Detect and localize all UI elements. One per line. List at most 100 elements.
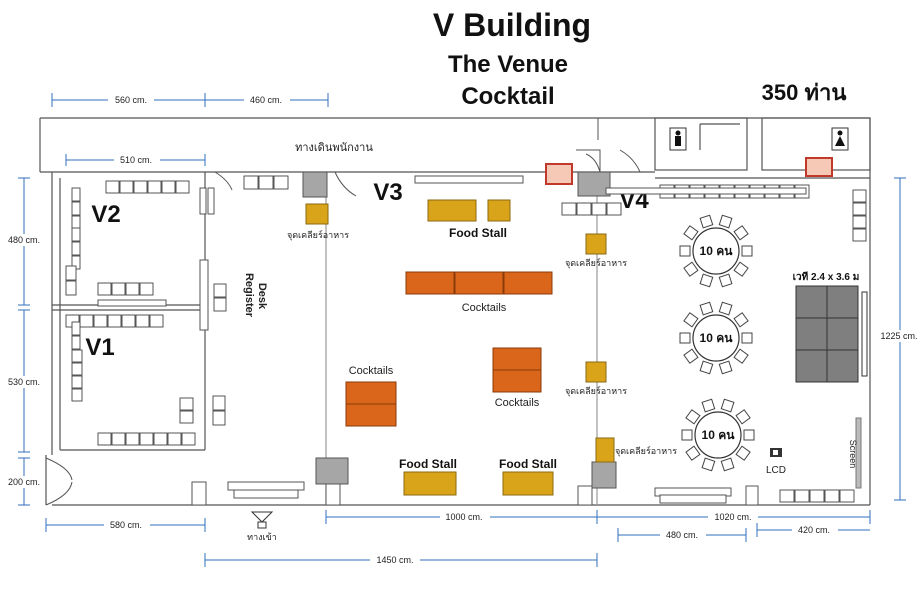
table-chair — [701, 457, 716, 472]
chair — [71, 321, 81, 336]
chair — [119, 180, 134, 194]
table-chair — [718, 360, 733, 375]
cocktail-bar-block — [492, 369, 542, 393]
screen-bar — [855, 417, 862, 489]
chair — [139, 282, 154, 296]
chair — [852, 189, 867, 203]
chair — [606, 202, 622, 216]
cocktail-bar-block — [503, 271, 553, 295]
food-stall-top-label: Food Stall — [449, 226, 507, 240]
counter — [414, 175, 524, 184]
room-v1-label: V1 — [85, 334, 114, 361]
dim-1020: 1020 cm. — [714, 512, 751, 522]
table-chair — [720, 398, 735, 413]
pillars — [191, 171, 759, 506]
pillar — [191, 481, 207, 506]
table-chair — [701, 398, 716, 413]
pillar — [591, 461, 617, 489]
chair — [179, 397, 194, 411]
room-v3-label: V3 — [373, 179, 402, 206]
table-chair — [733, 225, 749, 241]
round-tables[interactable] — [679, 214, 755, 472]
chair — [149, 314, 164, 328]
chair — [852, 215, 867, 229]
table-chair — [718, 301, 733, 316]
chair — [809, 489, 825, 503]
chair — [153, 432, 168, 446]
food-stall-block — [487, 199, 511, 222]
pillar — [325, 483, 341, 506]
chair — [181, 432, 196, 446]
round-table[interactable] — [692, 314, 740, 362]
chair — [71, 215, 81, 230]
chair — [213, 283, 227, 298]
food-clear-4-label: จุดเคลียร์อาหาร — [615, 445, 677, 457]
chair — [779, 489, 795, 503]
chair — [107, 314, 122, 328]
chair — [794, 489, 810, 503]
chair — [824, 489, 840, 503]
chair — [79, 314, 94, 328]
dim-1225: 1225 cm. — [880, 331, 917, 341]
table-3-label: 10 คน — [702, 428, 736, 442]
food-stall-bottom-2-label: Food Stall — [499, 457, 557, 471]
cocktail-bars[interactable] — [345, 271, 553, 427]
food-clear-2-label: จุดเคลียร์อาหาร — [565, 257, 627, 269]
round-table[interactable] — [694, 411, 742, 459]
table-chair — [683, 225, 699, 241]
cocktail-bar-block — [492, 347, 542, 371]
chair — [121, 314, 136, 328]
chair — [111, 282, 126, 296]
food-stall-block — [403, 471, 457, 496]
table-chair — [685, 409, 701, 425]
table-chair — [733, 348, 749, 364]
pillar — [745, 485, 759, 506]
chair — [111, 432, 126, 446]
table-chair — [718, 214, 733, 229]
venue-subtitle: The Venue — [448, 51, 568, 78]
table-chair — [733, 312, 749, 328]
table-chair — [681, 429, 693, 441]
chair — [199, 187, 207, 215]
chair — [591, 202, 607, 216]
entrance-marker[interactable]: ทางเข้า — [247, 511, 277, 542]
dim-580: 580 cm. — [110, 520, 142, 530]
chair — [125, 282, 140, 296]
food-clear-points[interactable] — [305, 203, 615, 463]
table-chair — [741, 332, 753, 344]
chair — [71, 388, 83, 402]
food-clear-3-label: จุดเคลียร์อาหาร — [565, 385, 627, 397]
table-chair — [699, 273, 714, 288]
chair — [71, 349, 83, 363]
chair — [179, 410, 194, 424]
register-desk[interactable]: Register Desk — [97, 259, 268, 331]
chair — [273, 175, 289, 190]
chair — [97, 282, 112, 296]
stage-label: เวที 2.4 x 3.6 ม — [793, 271, 860, 283]
chair — [852, 228, 867, 242]
chair — [65, 280, 77, 296]
chair — [93, 314, 108, 328]
chair — [161, 180, 176, 194]
chair — [561, 202, 577, 216]
food-clear-point — [585, 233, 607, 255]
chair — [71, 335, 81, 350]
event-type: Cocktail — [461, 83, 554, 110]
dim-530: 530 cm. — [8, 377, 40, 387]
chair — [135, 314, 150, 328]
cocktails-left-label: Cocktails — [349, 365, 394, 377]
cocktail-bar-block — [454, 271, 504, 295]
chair — [71, 375, 83, 389]
food-stall-block — [427, 199, 477, 222]
food-clear-point — [305, 203, 329, 225]
food-clear-point — [595, 437, 615, 463]
food-stall-block — [502, 471, 554, 496]
restroom-female-icon — [831, 127, 849, 151]
food-stalls[interactable] — [403, 199, 554, 496]
pillar — [577, 171, 611, 197]
stage[interactable] — [795, 285, 868, 383]
room-v2-label: V2 — [91, 201, 120, 228]
food-clear-1-label: จุดเคลียร์อาหาร — [287, 229, 349, 241]
round-table[interactable] — [692, 227, 740, 275]
chair — [576, 202, 592, 216]
